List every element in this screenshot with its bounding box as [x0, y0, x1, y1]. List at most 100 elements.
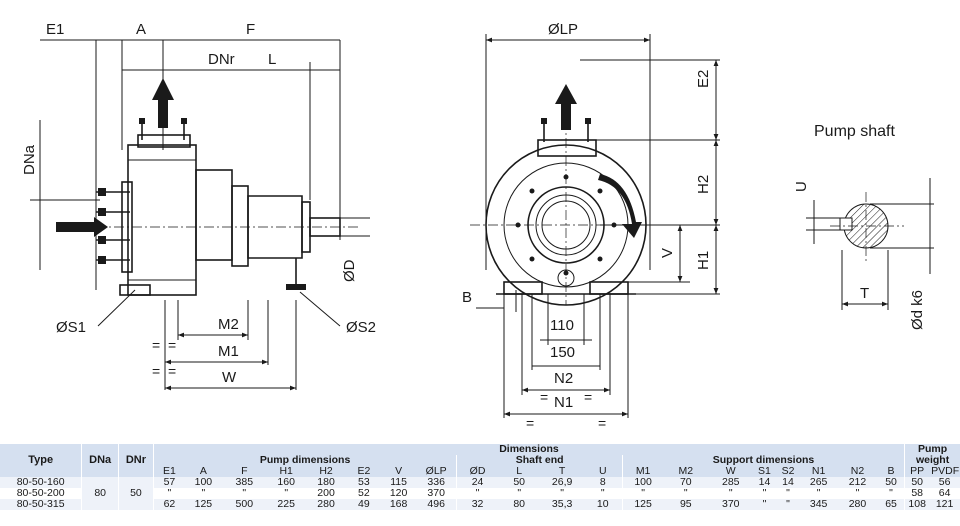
table-cell: 65 — [877, 499, 905, 510]
equal-mark: = — [598, 415, 606, 431]
col-header: N2 — [837, 466, 878, 477]
table-cell: " — [185, 488, 222, 499]
table-cell: 50 — [904, 477, 930, 488]
table-cell: " — [621, 488, 664, 499]
label-L: L — [268, 51, 276, 68]
header-pump-dimensions: Pump dimensions — [152, 455, 457, 466]
table-cell: 180 — [305, 477, 347, 488]
table-cell: 14 — [775, 477, 801, 488]
table-cell: 95 — [663, 499, 709, 510]
cell-dnr: 50 — [118, 477, 154, 510]
table-cell: 370 — [415, 488, 457, 499]
table-cell: 345 — [800, 499, 838, 510]
bolt-circle — [515, 174, 617, 276]
equal-mark: = — [526, 415, 534, 431]
label-U: U — [793, 181, 810, 192]
col-header: M2 — [663, 466, 709, 477]
table-cell: 64 — [929, 488, 960, 499]
table-cell: 200 — [305, 488, 347, 499]
col-header: W — [708, 466, 754, 477]
col-header: L — [497, 466, 541, 477]
header-pump-weight: Pump weight — [904, 444, 960, 466]
table-cell: 57 — [152, 477, 185, 488]
column-header-row: E1 A F H1 H2 E2 V ØLP ØD L T U M1 M2 W S… — [0, 466, 960, 477]
cell-type: 80-50-315 — [0, 499, 82, 510]
cell-dna: 80 — [81, 477, 119, 510]
col-header: S1 — [753, 466, 776, 477]
col-header: M1 — [621, 466, 664, 477]
table-cell: 285 — [708, 477, 754, 488]
table-cell: 265 — [800, 477, 838, 488]
label-F: F — [246, 21, 255, 38]
label-110: 110 — [550, 317, 574, 334]
table-cell: 14 — [753, 477, 776, 488]
table-cell: 62 — [152, 499, 185, 510]
dimension-table: Type DNa DNr Dimensions Pump weight Pump… — [0, 444, 960, 510]
table-cell: 53 — [346, 477, 382, 488]
table-cell: 115 — [381, 477, 416, 488]
label-Od-k6: Ød k6 — [909, 290, 926, 330]
table-cell: 168 — [381, 499, 416, 510]
cell-type: 80-50-200 — [0, 488, 82, 499]
table-cell: 24 — [456, 477, 498, 488]
table-cell: 385 — [221, 477, 267, 488]
col-header: U — [583, 466, 623, 477]
label-T: T — [860, 285, 869, 302]
label-M1: M1 — [218, 343, 239, 360]
table-cell: 370 — [708, 499, 754, 510]
equal-mark: = — [152, 363, 160, 379]
col-header: E1 — [152, 466, 185, 477]
table-cell: 50 — [877, 477, 905, 488]
table-cell: 500 — [221, 499, 267, 510]
table-cell: 10 — [583, 499, 623, 510]
table-cell: 56 — [929, 477, 960, 488]
table-cell: " — [497, 488, 541, 499]
label-OD: ØD — [341, 259, 358, 282]
col-header: B — [877, 466, 905, 477]
label-OLP: ØLP — [548, 21, 578, 38]
col-header: N1 — [800, 466, 838, 477]
header-dnr: DNr — [118, 444, 154, 477]
table-cell: " — [152, 488, 185, 499]
table-cell: " — [753, 488, 776, 499]
pump-shaft-view: Pump shaft U T Ød k6 — [793, 123, 934, 330]
table-cell: 225 — [266, 499, 306, 510]
table-cell: " — [877, 488, 905, 499]
label-M2: M2 — [218, 316, 239, 333]
col-header: ØLP — [415, 466, 457, 477]
table-cell: " — [266, 488, 306, 499]
label-H2: H2 — [695, 175, 712, 194]
table-cell: 120 — [381, 488, 416, 499]
label-H1: H1 — [695, 251, 712, 270]
table-cell: " — [775, 488, 801, 499]
table-cell: " — [663, 488, 709, 499]
table-cell: " — [540, 488, 584, 499]
col-header: E2 — [346, 466, 382, 477]
label-DNr: DNr — [208, 51, 235, 68]
side-view: E1 A F DNr L DNa — [21, 21, 376, 391]
col-header: ØD — [456, 466, 498, 477]
label-N1: N1 — [554, 394, 573, 411]
front-view: ØLP — [462, 21, 720, 431]
table-cell: " — [583, 488, 623, 499]
header-shaft-end: Shaft end — [456, 455, 623, 466]
table-cell: 58 — [904, 488, 930, 499]
col-header: T — [540, 466, 584, 477]
table-cell: 100 — [621, 477, 664, 488]
table-cell: 121 — [929, 499, 960, 510]
label-DNa: DNa — [21, 144, 38, 175]
header-support-dimensions: Support dimensions — [621, 455, 905, 466]
table-cell: " — [708, 488, 754, 499]
header-dna: DNa — [81, 444, 119, 477]
col-header: PP — [904, 466, 930, 477]
label-E2: E2 — [695, 70, 712, 88]
equal-mark: = — [152, 337, 160, 353]
col-header: H1 — [266, 466, 306, 477]
equal-mark: = — [168, 337, 176, 353]
label-N2: N2 — [554, 370, 573, 387]
table-cell: 50 — [497, 477, 541, 488]
